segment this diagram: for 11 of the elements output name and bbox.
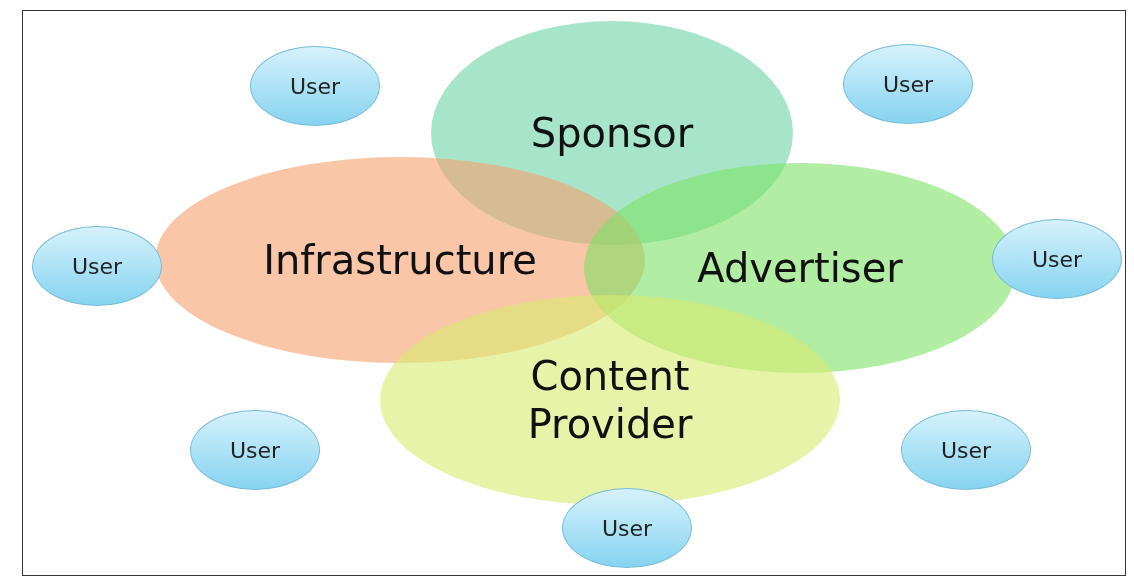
user-label: User	[1031, 246, 1083, 272]
user-label: User	[229, 437, 281, 463]
user-label: User	[882, 71, 934, 97]
role-label: Advertiser	[697, 244, 903, 292]
user-label: User	[71, 253, 123, 279]
user-label: User	[940, 437, 992, 463]
role-label: Content Provider	[526, 352, 694, 448]
user-label: User	[601, 515, 653, 541]
user-label: User	[289, 73, 341, 99]
role-label: Sponsor	[530, 109, 694, 157]
role-label: Infrastructure	[263, 236, 537, 284]
